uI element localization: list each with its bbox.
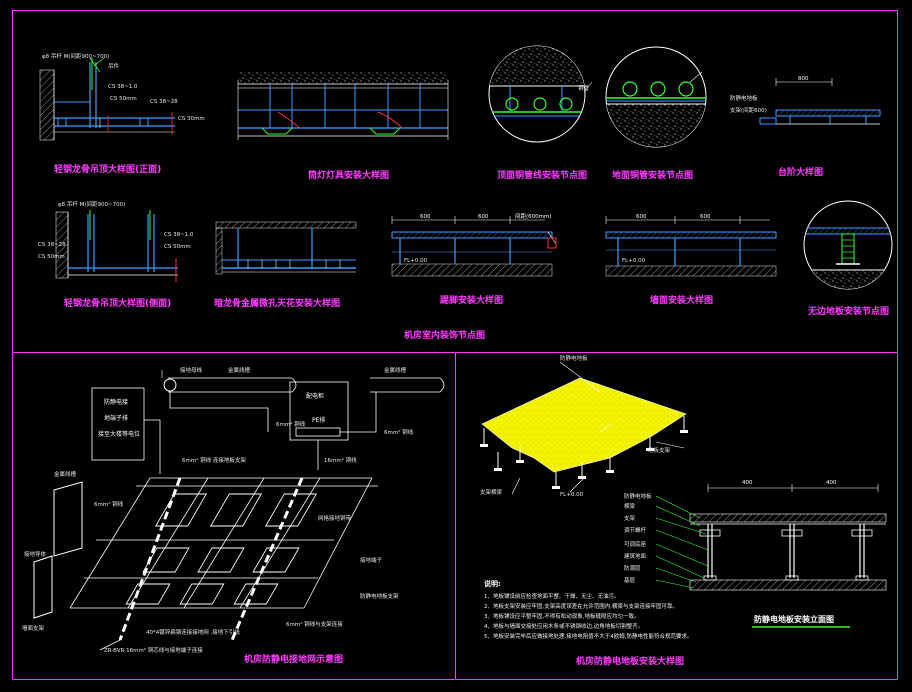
label-side-hanger: φ8 吊杆 M(间距900~700): [58, 200, 125, 208]
g-tag7: 金属线槽: [384, 366, 407, 374]
note-3: 3、地板铺设应平整牢固,不得有松动现象,地板缝隙应均匀一致。: [484, 612, 640, 620]
label-step-tile: 支架(间距600): [730, 106, 767, 114]
caption-skirting: 墙面安装大样图: [650, 294, 713, 306]
detail-downlight: 筒灯灯具安装大样图: [237, 72, 449, 181]
g-box1-l2: 地端子排: [104, 414, 128, 422]
g-tag1: 接地母线: [180, 366, 203, 374]
sec-n3: 支架: [624, 514, 636, 522]
caption-ceiling-front: 轻钢龙骨吊顶大样图(正面): [54, 163, 161, 175]
caption-wall: 踢脚安装大样图: [440, 294, 503, 306]
g-tag10: 网格接地铜带: [318, 514, 352, 522]
grounding-terminal-box: [91, 387, 145, 461]
g-tag11: 接地端子: [360, 556, 383, 564]
notes-heading: 说明:: [484, 579, 501, 588]
panel-fl: FL+0.00: [560, 492, 584, 498]
g-tag17: 墙面支架: [22, 624, 45, 632]
g-tag15: ZR-BVR-16mm² 铜芯线与接地端子连接: [104, 646, 203, 654]
g-box1-l3: 接至大楼等电位: [98, 430, 140, 438]
detail-grounding-grid: 防静电接 地端子排 接至大楼等电位 接地母线 金属线槽 配电柜 PE排 金属线槽…: [22, 366, 445, 665]
g-tag12: 防静电地板支架: [360, 592, 399, 600]
caption-edgeless-floor: 无边地板安装节点图: [807, 305, 889, 317]
sec-n2: 横梁: [624, 502, 636, 510]
caption-step: 台阶大样图: [778, 166, 823, 178]
caption-downlight: 筒灯灯具安装大样图: [308, 169, 389, 181]
detail-edgeless-floor: 无边地板安装节点图: [803, 200, 893, 317]
label-step-floor: 防静电地板: [730, 94, 758, 102]
label-side-sub: CS 50mm: [164, 244, 191, 250]
dim-step-width: 800: [798, 76, 809, 82]
detail-metal-ceiling: 暗龙骨金属微孔天花安装大样图: [214, 221, 357, 309]
g-tag4: 16mm² 铜线: [324, 456, 357, 464]
sheet-frames: [12, 10, 898, 680]
g-tag13: 6mm² 铜线与支架连接: [286, 620, 343, 628]
g-tag3: 6mm² 铜线: [276, 420, 306, 428]
note-2: 2、地板支架安装应牢固,支架高度误差在允许范围内,横梁与支架连接牢固可靠。: [484, 602, 678, 610]
g-tag9: 6mm² 铜线: [94, 500, 124, 508]
panel-note1: 防静电地板: [560, 354, 588, 362]
label-cross-keel: CS 38~28: [150, 99, 178, 105]
caption-antistatic-floor: 机房防静电地板安装大样图: [576, 655, 684, 667]
detail-skirting: 600 600 FL+0.00 墙面安装大样图: [605, 214, 777, 306]
note-4: 4、地板与墙面交接处应用木条或不锈钢收边,边角地板切割整齐。: [484, 622, 643, 630]
label-hanger-top: φ8 吊杆 M(间距900~700): [42, 52, 109, 60]
g-box2: 配电柜: [306, 392, 324, 400]
label-wall-fl: FL+0.00: [404, 258, 428, 264]
label-side-ext2: CS 50mm: [38, 254, 65, 260]
label-clip: 吊件: [108, 62, 120, 70]
dim-floor-a: 400: [742, 480, 753, 486]
label-side-main: CS 38~1.0: [164, 232, 194, 238]
g-box1-l1: 防静电接: [104, 398, 128, 406]
detail-step: 800 防静电地板 支架(间距600) 台阶大样图: [730, 76, 881, 178]
caption-metal-ceiling: 暗龙骨金属微孔天花安装大样图: [214, 297, 340, 309]
detail-wall: 600 600 间距(600mm) FL+0.00 踢脚安装大样图: [391, 212, 557, 306]
detail-ceiling-side: φ8 吊杆 M(间距900~700) CS 38~28 CS 50mm CS 3…: [38, 200, 194, 309]
g-tag5: 6mm² 铜线 连接地板支架: [182, 456, 246, 464]
sec-n7: 防潮层: [624, 564, 641, 572]
g-tag16: 接地导体: [24, 550, 47, 558]
g-tag14: 40*4镀锌扁钢连接接地网 ,接地下引线: [146, 628, 240, 636]
note-5: 5、地板安装完毕后应做接地处理,接地电阻值不大于4欧姆,防静电性能符合规范要求。: [484, 632, 693, 640]
panel-note3: 支架横梁: [480, 488, 503, 496]
caption-floor-pipe: 地面铜管安装节点图: [612, 169, 693, 181]
g-box3: PE排: [312, 416, 325, 424]
label-skirt-fl: FL+0.00: [622, 258, 646, 264]
sec-n5: 可调底座: [624, 540, 647, 548]
label-side-ext1: CS 38~28: [38, 242, 66, 248]
dim-wall-plate: 间距(600mm): [515, 212, 552, 220]
detail-antistatic-floor: 防静电地板 地板支架 支架横梁 FL+0.00 400 400: [480, 354, 887, 667]
caption-ceiling-pipe: 顶面铜管线安装节点图: [497, 169, 587, 181]
detail-ceiling-front: φ8 吊杆 M(间距900~700) 吊件 CS 38~1.0 CS 50mm …: [39, 52, 205, 175]
floor-panel-3d: [481, 377, 687, 473]
label-edge: CS 30mm: [178, 116, 205, 122]
note-1: 1、地板铺设前应检查地面平整、干燥、无尘、无油污。: [484, 592, 620, 600]
sec-n8: 基层: [624, 576, 636, 584]
dim-floor-b: 400: [826, 480, 837, 486]
dim-wall-a: 600: [420, 214, 431, 220]
panel-note2: 地板支架: [648, 446, 671, 454]
g-tag2: 金属线槽: [228, 366, 251, 374]
dim-skirt-a: 600: [636, 214, 647, 220]
sec-n6: 建筑地面: [624, 552, 647, 560]
detail-ceiling-pipe: 铜管 顶面铜管线安装节点图: [488, 45, 593, 181]
caption-grounding: 机房防静电接地网示意图: [244, 653, 343, 665]
sec-n1: 防静电地板: [624, 492, 652, 500]
detail-floor-pipe: 地面铜管安装节点图: [605, 46, 707, 181]
distribution-cabinet: [289, 381, 349, 441]
label-sub-keel: CS 50mm: [110, 96, 137, 102]
caption-room-details: 机房室内装饰节点图: [404, 329, 485, 341]
g-tag6: 金属线槽: [54, 470, 77, 478]
g-tag8: 6mm² 铜线: [384, 428, 414, 436]
section-title: 防静电地板安装立面图: [754, 614, 834, 624]
label-main-keel: CS 38~1.0: [108, 84, 138, 90]
dim-wall-b: 600: [478, 214, 489, 220]
sec-n4: 调节螺杆: [624, 526, 647, 534]
dim-skirt-b: 600: [700, 214, 711, 220]
caption-ceiling-side: 轻钢龙骨吊顶大样图(侧面): [64, 297, 171, 309]
label-pipe: 铜管: [578, 84, 590, 92]
